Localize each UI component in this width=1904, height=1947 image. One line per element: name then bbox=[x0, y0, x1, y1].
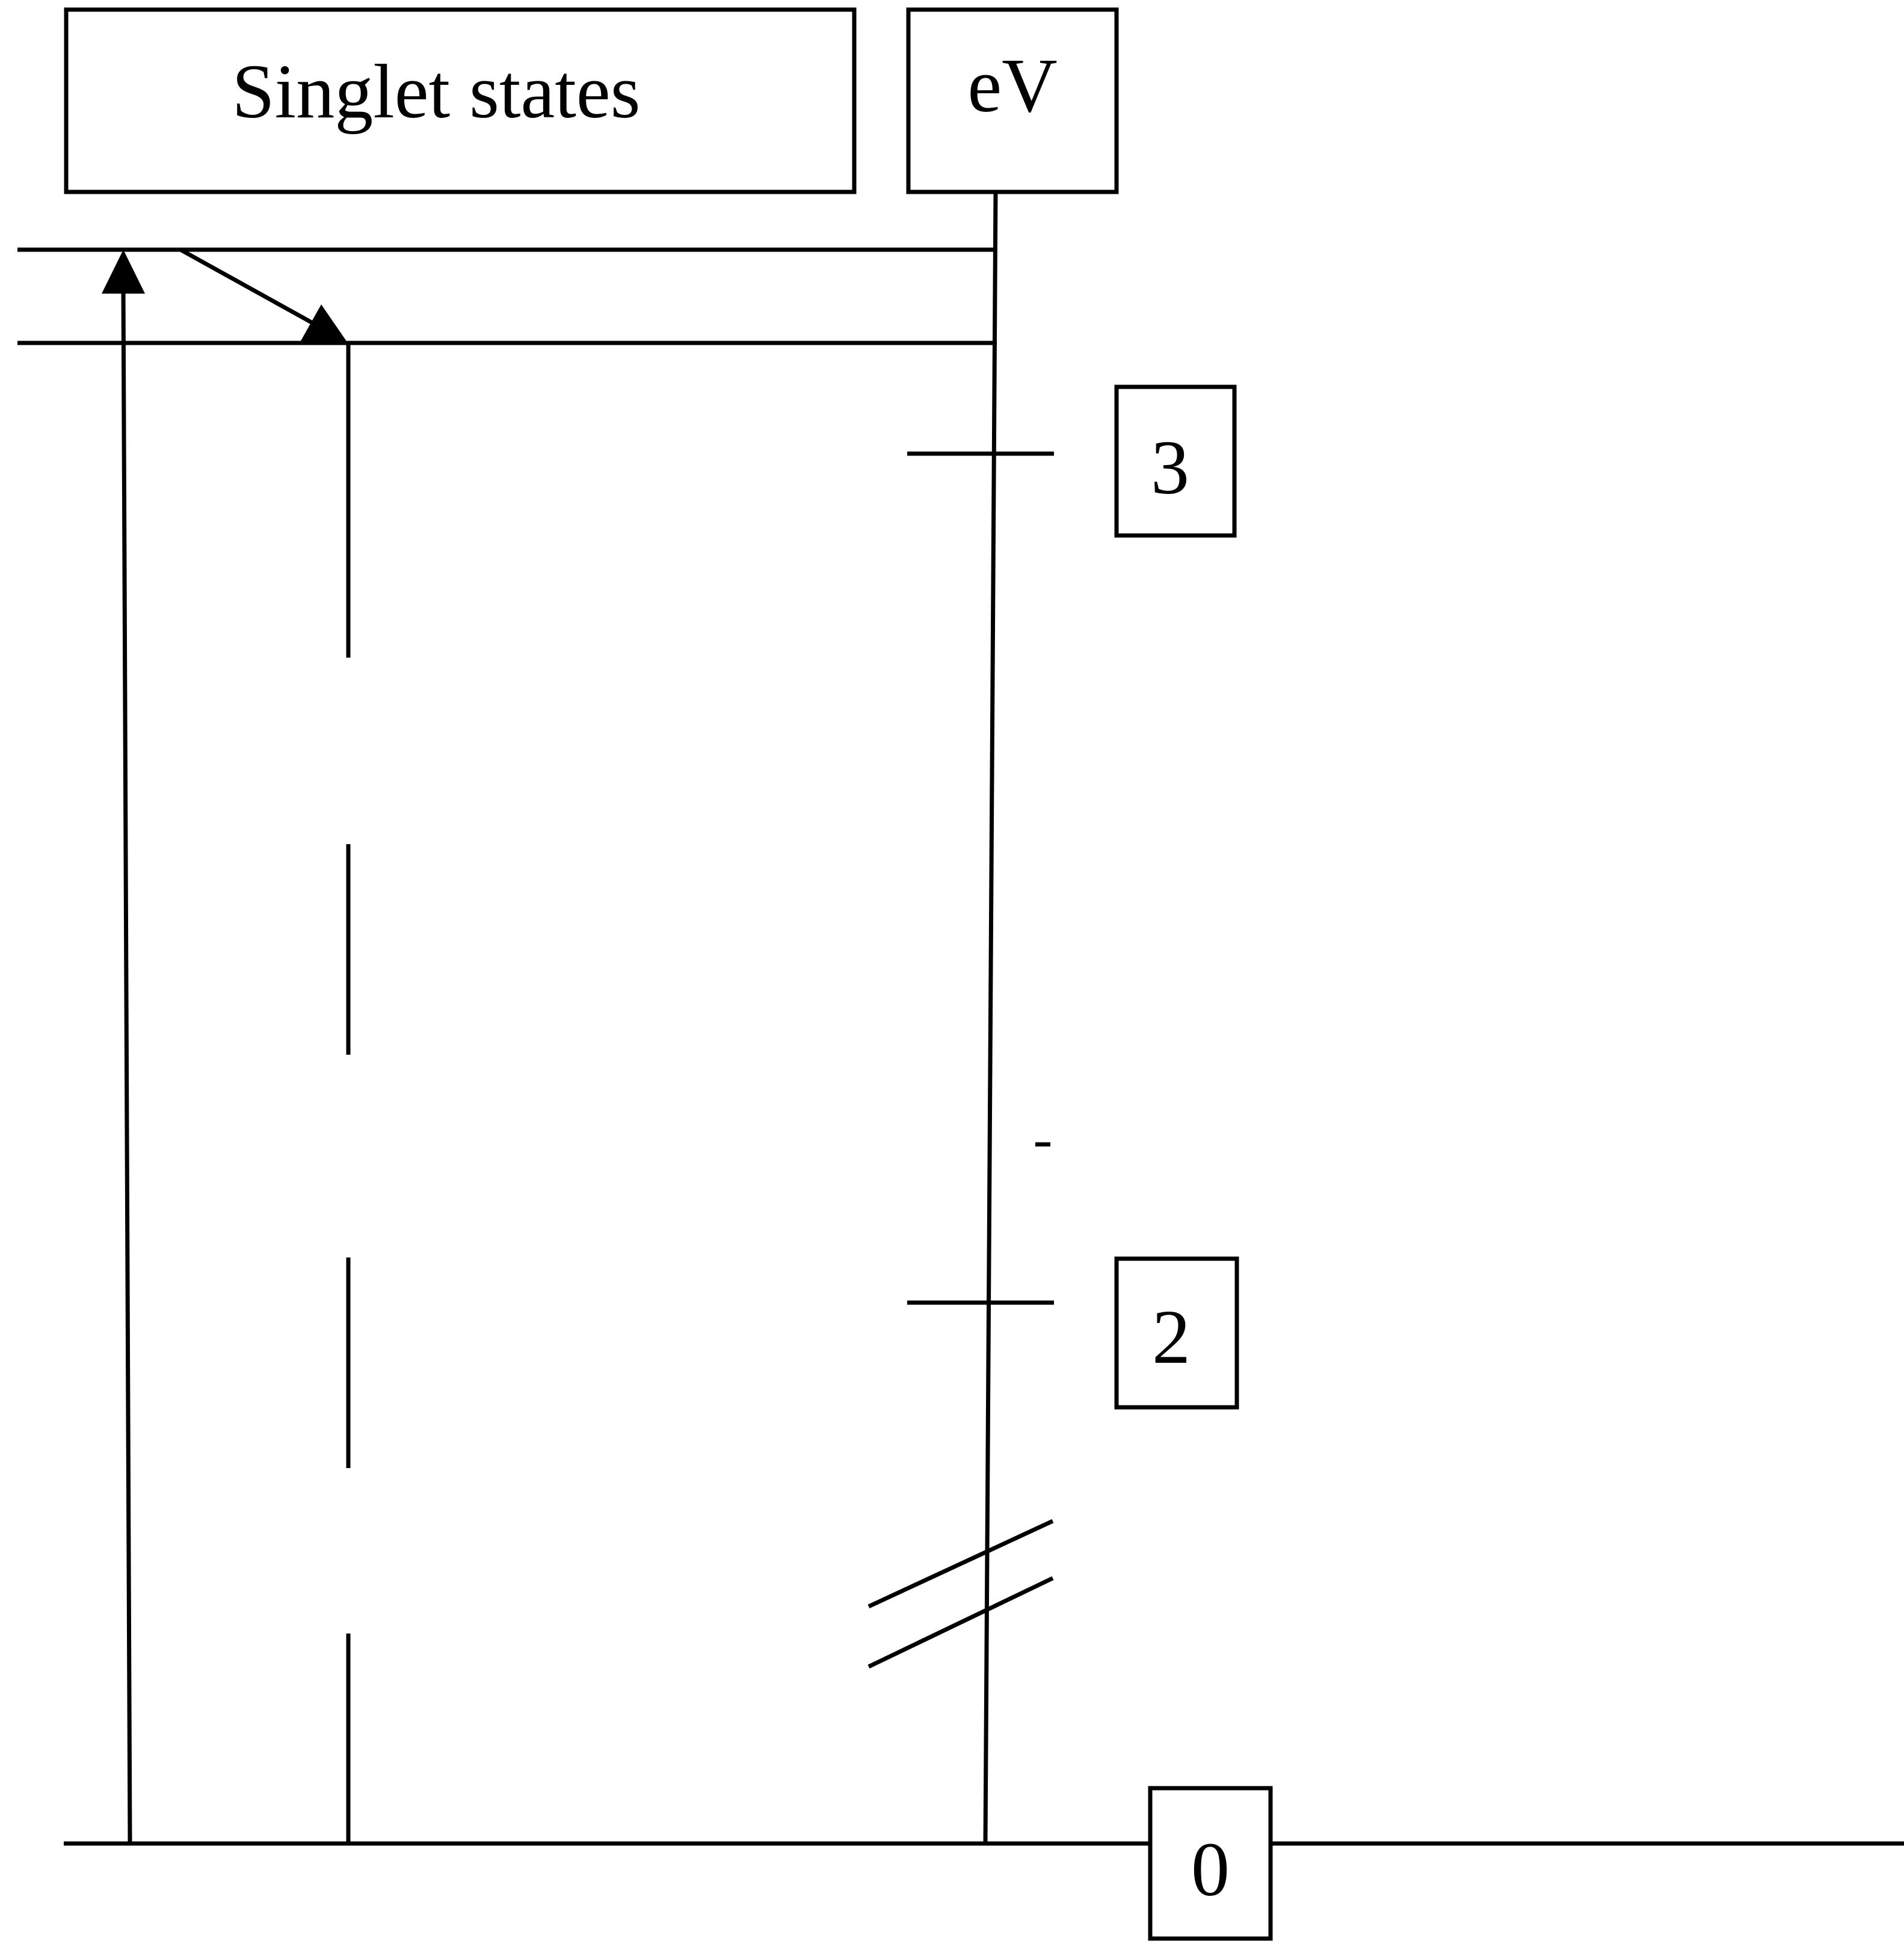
energy-axis bbox=[983, 191, 998, 1844]
tick-label-0: 0 bbox=[1148, 1786, 1273, 1941]
tick-label-3-text: 3 bbox=[1151, 425, 1189, 510]
relaxation-arrow-shaft bbox=[179, 247, 314, 326]
title-text: Singlet states bbox=[232, 49, 640, 134]
title-box-frame bbox=[64, 7, 857, 194]
title-box: Singlet states bbox=[64, 7, 857, 194]
tick-label-0-frame bbox=[1148, 1786, 1273, 1941]
tick-label-3-frame bbox=[1114, 384, 1237, 538]
unit-text: eV bbox=[967, 43, 1057, 128]
absorption-arrowhead bbox=[102, 250, 145, 294]
axis-break-mark-lower bbox=[867, 1576, 1054, 1669]
absorption-arrow-shaft bbox=[121, 288, 132, 1844]
tick-label-3: 3 bbox=[1114, 384, 1237, 538]
tick-label-2-text: 2 bbox=[1152, 1294, 1191, 1380]
tick-label-0-text: 0 bbox=[1191, 1827, 1230, 1912]
unit-box: eV bbox=[906, 7, 1119, 194]
unit-box-frame bbox=[906, 7, 1119, 194]
tick-label-2-frame bbox=[1114, 1256, 1239, 1410]
absorption-arrow bbox=[102, 250, 145, 1844]
relaxation-arrowhead bbox=[300, 304, 348, 343]
axis-break-mark-upper bbox=[867, 1519, 1054, 1609]
relaxation-arrow bbox=[179, 247, 348, 343]
tick-label-2: 2 bbox=[1114, 1256, 1239, 1410]
